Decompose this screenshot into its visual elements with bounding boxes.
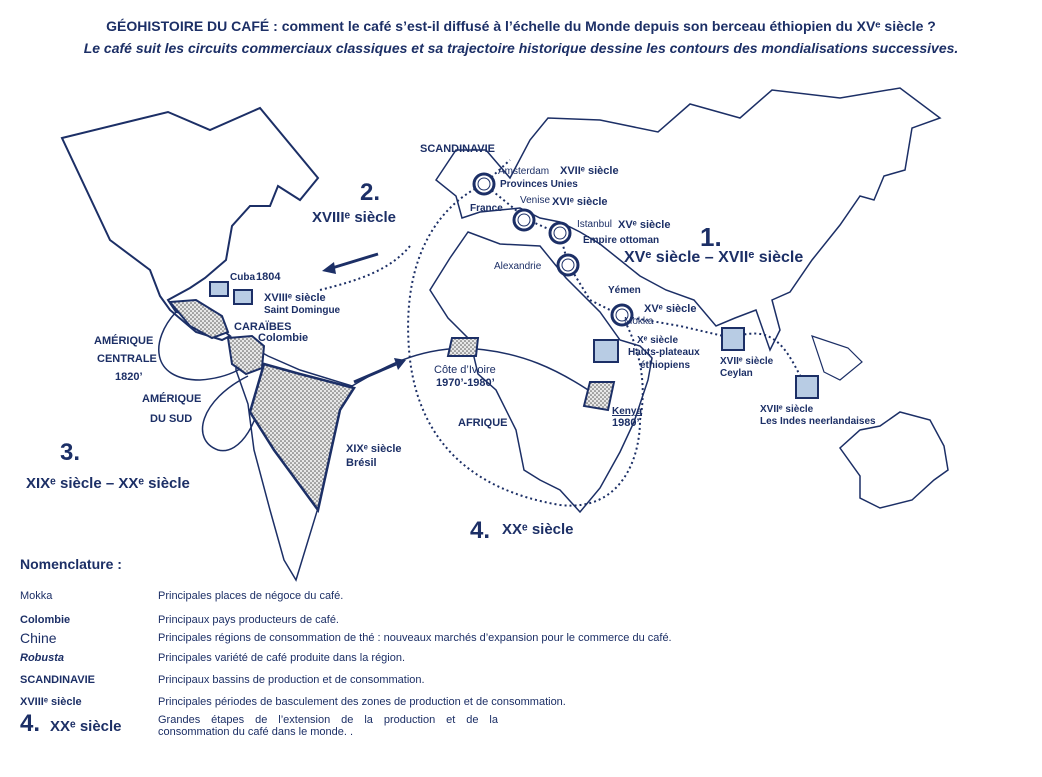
oceania-outline bbox=[839, 411, 949, 509]
legend-title: Nomenclature : bbox=[20, 556, 122, 572]
label-cote-ivoire: Côte d’Ivoire bbox=[434, 364, 496, 376]
label-ethiopiens: éthiopiens bbox=[640, 360, 690, 371]
ethiopie-marker bbox=[593, 339, 619, 363]
cuba-marker bbox=[209, 281, 229, 297]
zone-bresil bbox=[248, 362, 356, 513]
label-ceylan-century: XVIIᵉ siècle bbox=[720, 356, 774, 367]
label-istanbul: Istanbul bbox=[577, 219, 612, 230]
legend-key-scandinavie: SCANDINAVIE bbox=[20, 674, 95, 686]
label-indes: Les Indes neerlandaises bbox=[760, 416, 876, 427]
label-amerique-sud-2: DU SUD bbox=[150, 413, 192, 425]
label-france: France bbox=[470, 203, 503, 214]
amsterdam-marker bbox=[472, 172, 496, 196]
indes-marker bbox=[795, 375, 819, 399]
label-scandinavie: SCANDINAVIE bbox=[420, 143, 495, 155]
label-mokka: Mokka bbox=[624, 316, 654, 327]
route-ottoman-dotted bbox=[483, 183, 623, 317]
label-1804: 1804 bbox=[256, 271, 281, 283]
label-indes-century: XVIIᵉ siècle bbox=[760, 404, 814, 415]
label-amerique-centrale-2: CENTRALE bbox=[97, 353, 157, 365]
legend-key-xx: XXᵉ siècle bbox=[50, 718, 122, 735]
label-caraibes: CARAÏBES bbox=[234, 320, 291, 333]
eurasia-outline bbox=[434, 87, 942, 352]
label-amsterdam: Amsterdam bbox=[498, 166, 549, 177]
label-saint-domingue: Saint Domingue bbox=[264, 305, 341, 316]
label-1820: 1820’ bbox=[115, 371, 143, 383]
legend-desc: Principaux bassins de production et de c… bbox=[158, 674, 425, 686]
label-provinces-unies: Provinces Unies bbox=[500, 179, 578, 190]
stage-3-number: 3. bbox=[60, 439, 80, 466]
stage-3-label: XIXᵉ siècle – XXᵉ siècle bbox=[26, 475, 190, 492]
label-yemen: Yémen bbox=[608, 285, 641, 296]
stage-2-label: XVIIIᵉ siècle bbox=[312, 209, 396, 226]
label-ethiopie-century: Xᵉ siècle bbox=[637, 335, 678, 346]
zone-central-america bbox=[167, 298, 230, 340]
route-europe-americas-dotted bbox=[319, 245, 411, 291]
north-america-outline bbox=[60, 106, 320, 342]
label-alexandrie: Alexandrie bbox=[494, 261, 542, 272]
label-venise: Venise bbox=[520, 195, 550, 206]
stage-2-number: 2. bbox=[360, 179, 380, 206]
map-title: GÉOHISTOIRE DU CAFÉ : comment le café s’… bbox=[106, 18, 936, 34]
zone-cote-ivoire bbox=[446, 337, 480, 357]
arrow-to-caribbean bbox=[322, 252, 379, 274]
label-saint-domingue-century: XVIIIᵉ siècle bbox=[264, 292, 326, 304]
label-amerique-sud-1: AMÉRIQUE bbox=[142, 392, 201, 405]
legend-desc: Principaux pays producteurs de café. bbox=[158, 614, 339, 626]
legend-desc: Principales places de négoce du café. bbox=[158, 590, 344, 602]
saint-domingue-marker bbox=[233, 289, 253, 305]
legend-desc: Principales périodes de basculement des … bbox=[158, 696, 566, 708]
legend-key-number: 4. bbox=[20, 710, 41, 737]
route-big-loop-dotted bbox=[407, 183, 644, 507]
legend-key-robusta: Robusta bbox=[20, 652, 64, 664]
label-1980: 1980’ bbox=[612, 417, 640, 429]
label-kenya: Kenya bbox=[612, 406, 642, 417]
label-bresil-century: XIXᵉ siècle bbox=[346, 443, 402, 455]
stage-4-label: XXᵉ siècle bbox=[502, 521, 574, 538]
zone-kenya bbox=[582, 381, 616, 412]
label-mokka-century: XVᵉ siècle bbox=[644, 303, 696, 315]
stage-1-number: 1. bbox=[700, 222, 722, 252]
legend-desc: Principales variété de café produite dan… bbox=[158, 652, 406, 664]
alexandrie-marker bbox=[556, 253, 580, 277]
east-asia-outline bbox=[811, 335, 863, 381]
label-empire-ottoman: Empire ottoman bbox=[583, 235, 659, 246]
south-america-outline bbox=[235, 336, 354, 582]
istanbul-marker bbox=[548, 221, 572, 245]
label-amsterdam-century: XVIIᵉ siècle bbox=[560, 165, 619, 177]
label-bresil: Brésil bbox=[346, 457, 377, 469]
stage-4-number: 4. bbox=[470, 517, 490, 544]
ceylan-marker bbox=[721, 327, 745, 351]
label-1970: 1970’-1980’ bbox=[436, 377, 495, 389]
label-venise-century: XVIᵉ siècle bbox=[552, 196, 608, 208]
label-colombie: Colombie bbox=[258, 332, 308, 344]
legend-key-chine: Chine bbox=[20, 630, 57, 646]
label-afrique: AFRIQUE bbox=[458, 417, 508, 429]
venise-marker bbox=[512, 208, 536, 232]
label-cuba: Cuba bbox=[230, 272, 255, 283]
legend-key-xviii: XVIIIᵉ siècle bbox=[20, 696, 82, 708]
map-subtitle: Le café suit les circuits commerciaux cl… bbox=[83, 40, 959, 56]
legend-key-mokka: Mokka bbox=[20, 590, 53, 602]
label-hauts-plateaux: Hauts-plateaux bbox=[628, 347, 700, 358]
label-amerique-centrale-1: AMÉRIQUE bbox=[94, 334, 153, 347]
legend-desc: Principales régions de consommation de t… bbox=[158, 632, 672, 644]
legend-desc: Grandes étapes de l’extension de la prod… bbox=[158, 714, 498, 738]
stage-1-label: XVᵉ siècle – XVIIᵉ siècle bbox=[624, 249, 803, 266]
arrow-to-africa bbox=[353, 358, 406, 384]
label-ceylan: Ceylan bbox=[720, 368, 753, 379]
legend-key-colombie: Colombie bbox=[20, 614, 71, 626]
mokka-marker bbox=[610, 303, 634, 327]
label-istanbul-century: XVᵉ siècle bbox=[618, 219, 670, 231]
